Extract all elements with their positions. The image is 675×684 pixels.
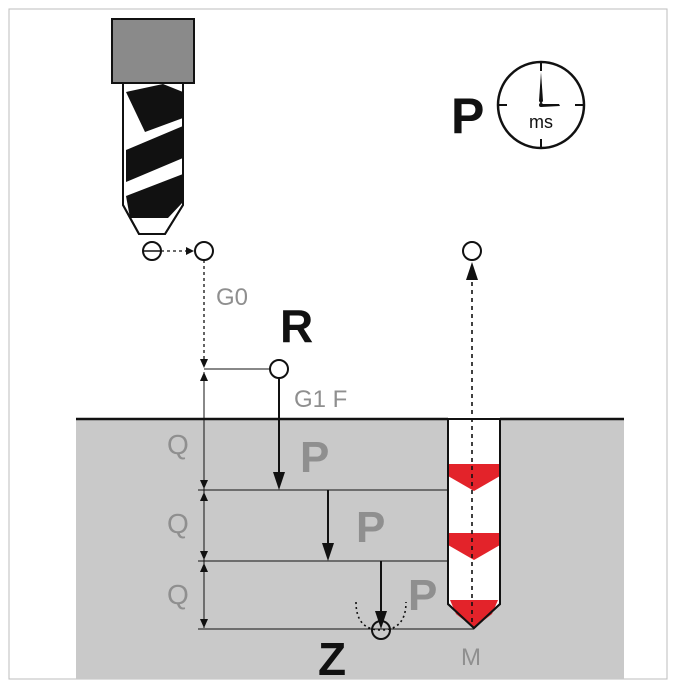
peck-depth-label-1: Q bbox=[167, 429, 189, 460]
feed-arrows bbox=[273, 378, 387, 629]
dwell-label-3: P bbox=[408, 571, 437, 620]
clock-unit-label: ms bbox=[529, 112, 553, 132]
rapid-code-label: G0 bbox=[216, 284, 248, 311]
rapid-points bbox=[142, 241, 482, 261]
drilled-hole bbox=[447, 418, 501, 630]
r-point bbox=[269, 359, 289, 379]
bottom-marker-label: M bbox=[461, 644, 481, 671]
retract-move bbox=[466, 262, 478, 622]
workpiece bbox=[76, 417, 624, 679]
r-plane bbox=[204, 359, 289, 379]
z-point bbox=[371, 620, 391, 640]
final-depth-label: Z bbox=[318, 633, 346, 684]
chip-band-2 bbox=[448, 533, 500, 560]
rapid-approach bbox=[200, 260, 208, 368]
chip-band-1 bbox=[448, 464, 500, 491]
retract-plane-label: R bbox=[280, 300, 313, 352]
dwell-label-2: P bbox=[356, 503, 385, 552]
retract-return-point bbox=[462, 241, 482, 261]
drill-bit-icon bbox=[111, 18, 195, 235]
peck-depth-label-3: Q bbox=[167, 579, 189, 610]
feed-code-label: G1 F bbox=[294, 386, 347, 413]
peck-dimensions bbox=[198, 372, 474, 630]
stopwatch-icon bbox=[496, 60, 586, 150]
peck-depth-label-2: Q bbox=[167, 508, 189, 539]
chip-band-3 bbox=[450, 600, 498, 628]
dwell-label-1: P bbox=[300, 433, 329, 482]
start-point bbox=[194, 241, 214, 261]
dwell-symbol-label: P bbox=[451, 88, 484, 144]
dwell-rotation-mark bbox=[355, 601, 407, 640]
